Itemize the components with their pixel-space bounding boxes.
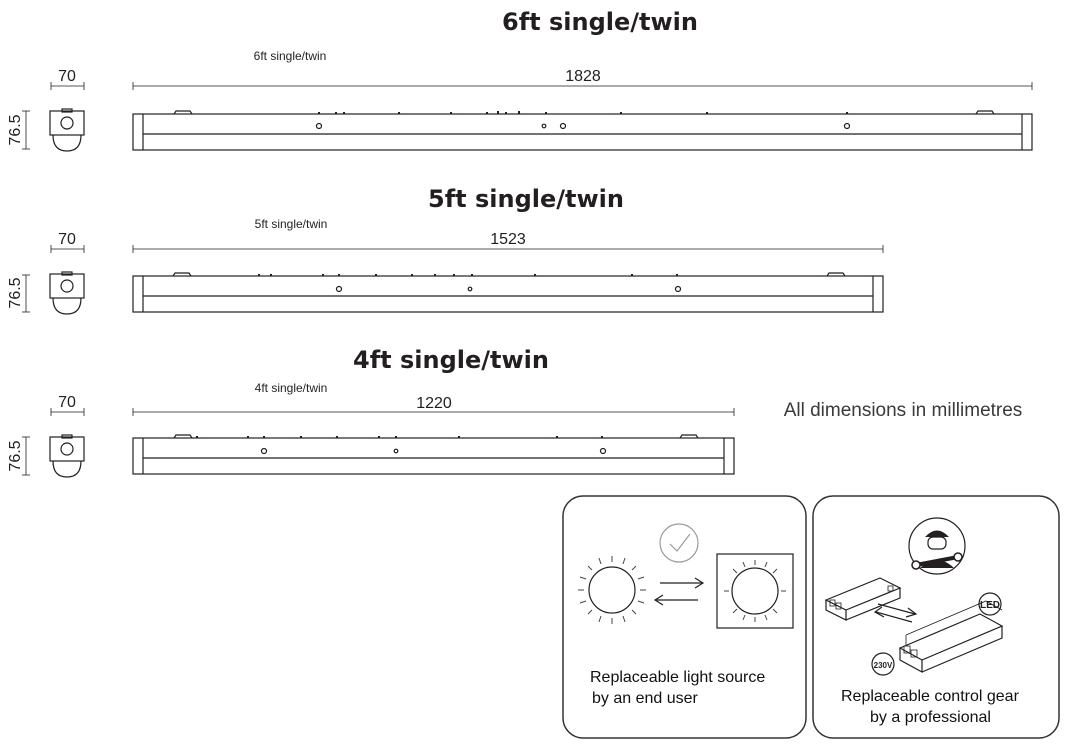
end-profile [49, 108, 85, 152]
check-icon [659, 523, 699, 563]
end-profile [49, 271, 85, 315]
led-label: LED [980, 600, 1000, 611]
fixture-4ft: 4ft single/twin 4ft single/twin 70 76.5 … [7, 346, 735, 478]
side-view [132, 110, 1033, 151]
length-dimension: 1220 [416, 395, 452, 412]
length-dimension: 1828 [565, 68, 601, 85]
panel-control-gear: LED 230V Replaceable control gear by a p… [812, 495, 1060, 739]
length-dimension: 1523 [490, 231, 526, 248]
voltage-label: 230V [874, 661, 893, 670]
side-view [132, 434, 735, 475]
led-driver-icon: LED 230V [871, 592, 1004, 676]
fixture-title: 5ft single/twin [428, 185, 624, 213]
height-dimension: 76.5 [7, 114, 24, 145]
height-dimension: 76.5 [7, 440, 24, 471]
panel-caption-line2: by an end user [592, 690, 699, 707]
height-dimension: 76.5 [7, 277, 24, 308]
fixture-5ft: 5ft single/twin 5ft single/twin 70 76.5 … [7, 185, 884, 315]
fixture-subtitle: 6ft single/twin [254, 49, 327, 63]
width-dimension: 70 [58, 394, 76, 411]
fixture-subtitle: 5ft single/twin [255, 217, 328, 231]
panel-caption-line1: Replaceable control gear [841, 688, 1020, 705]
swap-arrows-icon [873, 603, 918, 623]
sun-icon [578, 556, 646, 624]
fixture-title: 4ft single/twin [353, 346, 549, 374]
panel-caption-line2: by a professional [870, 709, 991, 726]
end-profile [49, 434, 85, 478]
fixture-subtitle: 4ft single/twin [255, 381, 328, 395]
framed-sun-icon [716, 553, 794, 629]
width-dimension: 70 [58, 68, 76, 85]
panel-light-source: Replaceable light source by an end user [562, 495, 807, 739]
width-dimension: 70 [58, 231, 76, 248]
technician-icon [908, 517, 966, 575]
swap-arrows-icon [653, 577, 705, 606]
side-view [132, 272, 884, 313]
units-note: All dimensions in millimetres [784, 400, 1023, 421]
fixture-title: 6ft single/twin [502, 8, 698, 36]
panel-caption-line1: Replaceable light source [590, 669, 765, 686]
old-driver-icon [824, 577, 902, 621]
fixture-6ft: 6ft single/twin 6ft single/twin 70 76.5 … [7, 8, 1033, 152]
